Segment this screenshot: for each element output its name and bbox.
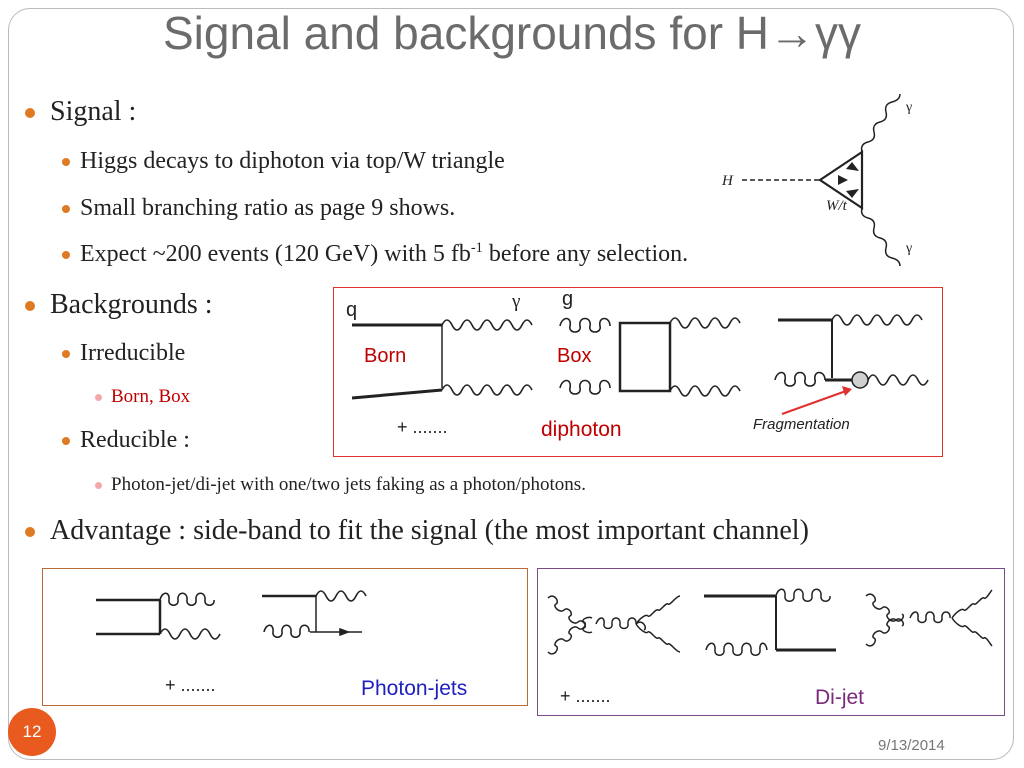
slide-frame <box>8 8 1014 760</box>
bullet-dot-icon <box>25 527 35 537</box>
diphoton-diagrams-box <box>333 287 943 457</box>
expect-text-end: before any selection. <box>482 241 689 267</box>
bullet-born-box-text: Born, Box <box>111 386 191 407</box>
bullet-advantage: Advantage : side-band to fit the signal … <box>25 515 809 547</box>
slide-number-badge: 12 <box>8 708 56 756</box>
dijet-box <box>537 568 1005 716</box>
gamma-top-label: γ <box>906 100 913 115</box>
box-label: Box <box>557 345 592 367</box>
diphoton-label: diphoton <box>541 418 622 441</box>
bullet-dot-icon <box>62 205 70 213</box>
expect-superscript: -1 <box>470 240 483 256</box>
bullet-dot-icon <box>95 482 102 489</box>
bullet-dot-icon <box>25 301 35 311</box>
bullet-backgrounds: Backgrounds : <box>25 289 213 321</box>
dijet-more-label: + ....... <box>560 686 611 706</box>
bullet-dot-icon <box>62 158 70 166</box>
slide-title: Signal and backgrounds for H→γγ <box>162 7 862 59</box>
bullet-reducible-text: Reducible : <box>80 427 190 453</box>
bullet-expect-events: Expect ~200 events (120 GeV) with 5 fb-1… <box>62 240 689 267</box>
bullet-advantage-text: Advantage : side-band to fit the signal … <box>50 515 809 546</box>
bullet-signal: Signal : <box>25 96 137 128</box>
wt-label: W/t <box>826 198 847 214</box>
photon-label: γ <box>512 291 521 312</box>
slide-date: 9/13/2014 <box>878 737 945 754</box>
higgs-label: H <box>722 173 733 189</box>
bullet-branching-ratio-text: Small branching ratio as page 9 shows. <box>80 195 456 221</box>
gamma-bottom-label: γ <box>906 241 913 256</box>
born-label: Born <box>364 345 407 367</box>
bullet-dot-icon <box>95 394 102 401</box>
expect-text: Expect ~200 events (120 GeV) with 5 fb <box>80 241 471 267</box>
bullet-dot-icon <box>62 437 70 445</box>
bullet-dot-icon <box>25 108 35 118</box>
bullet-dot-icon <box>62 350 70 358</box>
gluon-label: g <box>562 288 574 310</box>
photon-jets-more-label: + ....... <box>165 675 216 695</box>
bullet-reducible: Reducible : <box>62 427 190 453</box>
bullet-born-box: Born, Box <box>95 386 191 408</box>
quark-label: q <box>346 299 358 321</box>
bullet-signal-text: Signal : <box>50 96 137 127</box>
photon-jets-label: Photon-jets <box>361 677 468 700</box>
bullet-photon-jet-desc-text: Photon-jet/di-jet with one/two jets faki… <box>111 474 586 495</box>
bullet-photon-jet-desc: Photon-jet/di-jet with one/two jets faki… <box>95 474 586 496</box>
bullet-backgrounds-text: Backgrounds : <box>50 289 213 320</box>
bullet-branching-ratio: Small branching ratio as page 9 shows. <box>62 195 456 221</box>
bullet-higgs-decays-text: Higgs decays to diphoton via top/W trian… <box>80 148 505 174</box>
bullet-higgs-decays: Higgs decays to diphoton via top/W trian… <box>62 148 505 174</box>
fragmentation-label: Fragmentation <box>753 416 850 433</box>
dijet-label: Di-jet <box>815 686 865 709</box>
photon-jets-box <box>42 568 528 706</box>
bullet-irreducible-text: Irreducible <box>80 340 186 366</box>
bullet-irreducible: Irreducible <box>62 340 186 366</box>
bullet-dot-icon <box>62 251 70 259</box>
more-diagrams-label: + ....... <box>397 417 448 437</box>
